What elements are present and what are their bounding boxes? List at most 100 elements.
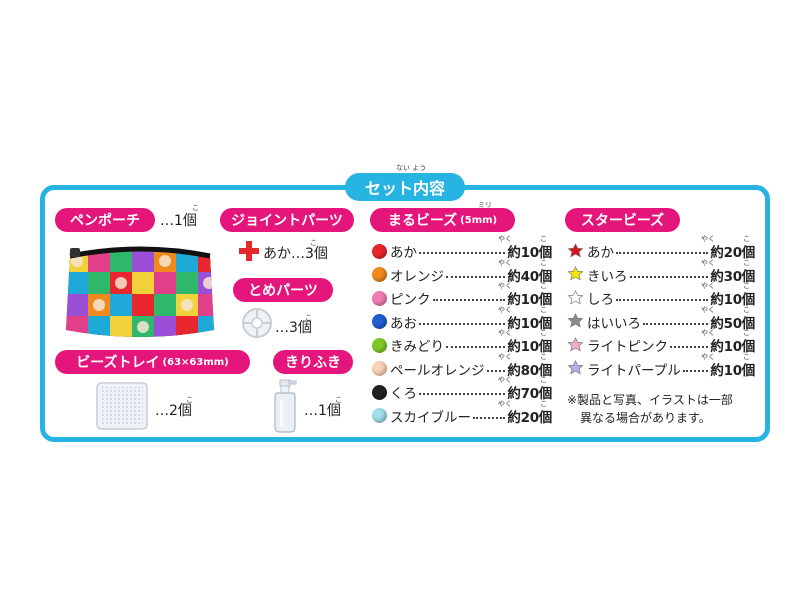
round-bead-name: あお bbox=[390, 315, 417, 332]
round-bead-row: ピンク 約10個 bbox=[372, 288, 552, 308]
title-ruby: ない よう bbox=[396, 164, 427, 172]
joint-parts-label: ジョイントパーツ bbox=[220, 208, 354, 232]
sprayer-label: きりふき bbox=[273, 350, 353, 374]
star-bead-row: あか約20個 bbox=[567, 241, 755, 261]
leader-dots bbox=[629, 275, 709, 278]
pen-pouch-image bbox=[66, 246, 214, 337]
round-bead-name: オレンジ bbox=[390, 268, 444, 285]
star-bead-name: きいろ bbox=[587, 268, 628, 285]
star-bead-row: ライトパープル約10個 bbox=[567, 359, 755, 379]
bead-color-icon bbox=[372, 384, 387, 400]
round-bead-name: きみどり bbox=[390, 339, 444, 355]
star-bead-row: ライトピンク 約10個 bbox=[567, 335, 755, 355]
round-bead-qty: 約20個 bbox=[507, 409, 552, 426]
leader-dots bbox=[473, 416, 506, 419]
round-bead-qty: 約10個 bbox=[507, 315, 552, 332]
star-bead-qty: 約10個 bbox=[710, 339, 755, 355]
round-beads-size-ruby: ミリ bbox=[478, 201, 492, 209]
ruby-yaku: やく bbox=[701, 305, 715, 314]
round-bead-qty: 約40個 bbox=[507, 268, 552, 285]
round-bead-row: オレンジ 約40個 bbox=[372, 265, 552, 285]
round-beads-size: (5mm) bbox=[460, 214, 498, 226]
round-bead-name: ペールオレンジ bbox=[390, 362, 485, 379]
round-bead-qty: 約10個 bbox=[507, 245, 552, 261]
bead-color-icon bbox=[372, 408, 387, 423]
star-bead-qty: 約20個 bbox=[710, 245, 755, 261]
ruby-yaku: やく bbox=[701, 258, 715, 267]
ruby-ko: こ bbox=[540, 282, 547, 290]
round-beads-label-text: まるビーズ bbox=[387, 213, 458, 229]
bead-tray-image bbox=[96, 382, 148, 430]
round-bead-qty: 約80個 bbox=[507, 362, 552, 379]
round-bead-name: ピンク bbox=[390, 292, 431, 308]
ruby-ko: こ bbox=[540, 235, 547, 243]
disclaimer-note-line2: 異なる場合があります。 bbox=[580, 411, 711, 425]
pen-pouch-qty: …1個 bbox=[160, 213, 197, 229]
joint-part-icon bbox=[239, 241, 259, 261]
ruby-ko: こ bbox=[540, 329, 547, 337]
bead-tray-qty: …2個 bbox=[155, 403, 192, 419]
leader-dots bbox=[446, 275, 506, 278]
round-bead-row: スカイブルー 約20個 bbox=[372, 406, 552, 426]
star-bead-icon bbox=[567, 266, 584, 281]
sprayer-image bbox=[274, 379, 297, 433]
ruby-ko: こ bbox=[743, 305, 750, 314]
star-bead-row: しろ約10個 bbox=[567, 288, 755, 308]
star-bead-name: ライトピンク bbox=[587, 339, 668, 355]
round-bead-row: くろ 約70個 bbox=[372, 382, 552, 402]
round-bead-row: あか 約10個 bbox=[372, 241, 552, 261]
ruby-yaku: やく bbox=[498, 329, 512, 337]
bead-color-icon bbox=[372, 267, 387, 282]
round-bead-name: スカイブルー bbox=[390, 409, 471, 426]
leader-dots bbox=[419, 252, 506, 254]
leader-dots bbox=[616, 252, 709, 254]
round-bead-name: あか bbox=[390, 245, 417, 261]
ruby-yaku: やく bbox=[701, 235, 715, 243]
leader-dots bbox=[419, 322, 506, 325]
bead-tray-label-text: ビーズトレイ bbox=[76, 355, 160, 371]
star-bead-qty: 約30個 bbox=[710, 268, 755, 285]
star-bead-qty: 約10個 bbox=[710, 292, 755, 308]
ruby-ko: こ bbox=[743, 282, 750, 290]
leader-dots bbox=[616, 299, 709, 301]
ruby-yaku: やく bbox=[498, 376, 512, 384]
ruby-yaku: やく bbox=[498, 399, 512, 408]
star-bead-icon bbox=[567, 360, 584, 375]
leader-dots bbox=[446, 346, 506, 348]
ruby-ko: こ bbox=[743, 235, 750, 243]
round-bead-qty: 約70個 bbox=[507, 386, 552, 402]
star-bead-icon bbox=[567, 289, 584, 304]
ruby-yaku: やく bbox=[498, 352, 512, 361]
stop-part-icon bbox=[242, 308, 272, 338]
round-bead-qty: 約10個 bbox=[507, 339, 552, 355]
ruby-yaku: やく bbox=[701, 329, 715, 337]
disclaimer-note-line1: ※製品と写真、イラストは一部 bbox=[567, 393, 733, 407]
sprayer-qty: …1個 bbox=[304, 403, 341, 419]
ruby-ko: こ bbox=[310, 239, 317, 247]
ruby-ko: こ bbox=[540, 376, 547, 384]
ruby-ko: こ bbox=[192, 204, 199, 212]
round-bead-row: ペールオレンジ 約80個 bbox=[372, 359, 552, 379]
bead-tray-size: (63×63mm) bbox=[162, 356, 229, 368]
joint-parts-qty: あか…3個 bbox=[263, 246, 328, 262]
ruby-yaku: やく bbox=[701, 352, 715, 361]
leader-dots bbox=[486, 369, 506, 372]
stop-parts-label: とめパーツ bbox=[233, 278, 333, 302]
star-bead-icon bbox=[567, 336, 584, 351]
ruby-yaku: やく bbox=[498, 305, 512, 314]
ruby-yaku: やく bbox=[498, 282, 512, 290]
star-bead-name: はいいろ bbox=[587, 315, 641, 332]
ruby-ko: こ bbox=[540, 352, 547, 361]
bead-color-icon bbox=[372, 243, 387, 259]
round-bead-row: あお 約10個 bbox=[372, 312, 552, 332]
ruby-ko: こ bbox=[743, 352, 750, 361]
round-bead-name: くろ bbox=[390, 386, 417, 402]
bead-color-icon bbox=[372, 314, 387, 329]
round-bead-qty: 約10個 bbox=[507, 292, 552, 308]
ruby-ko: こ bbox=[540, 258, 547, 267]
leader-dots bbox=[432, 299, 506, 301]
ruby-ko: こ bbox=[335, 396, 342, 404]
leader-dots bbox=[643, 322, 709, 325]
star-beads-label: スタービーズ bbox=[565, 208, 680, 232]
bead-color-icon bbox=[372, 290, 387, 306]
